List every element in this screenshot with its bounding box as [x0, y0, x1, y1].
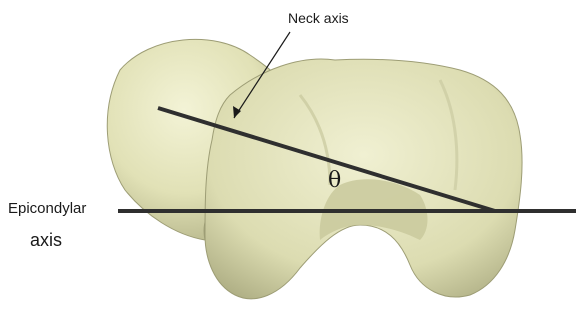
epicondylar-axis-label: Epicondylar: [8, 200, 86, 217]
epicondylar-axis-label-line2: axis: [30, 230, 62, 251]
condyle-body: [205, 59, 522, 299]
angle-theta-label: θ: [328, 168, 341, 193]
neck-axis-label: Neck axis: [288, 10, 349, 26]
